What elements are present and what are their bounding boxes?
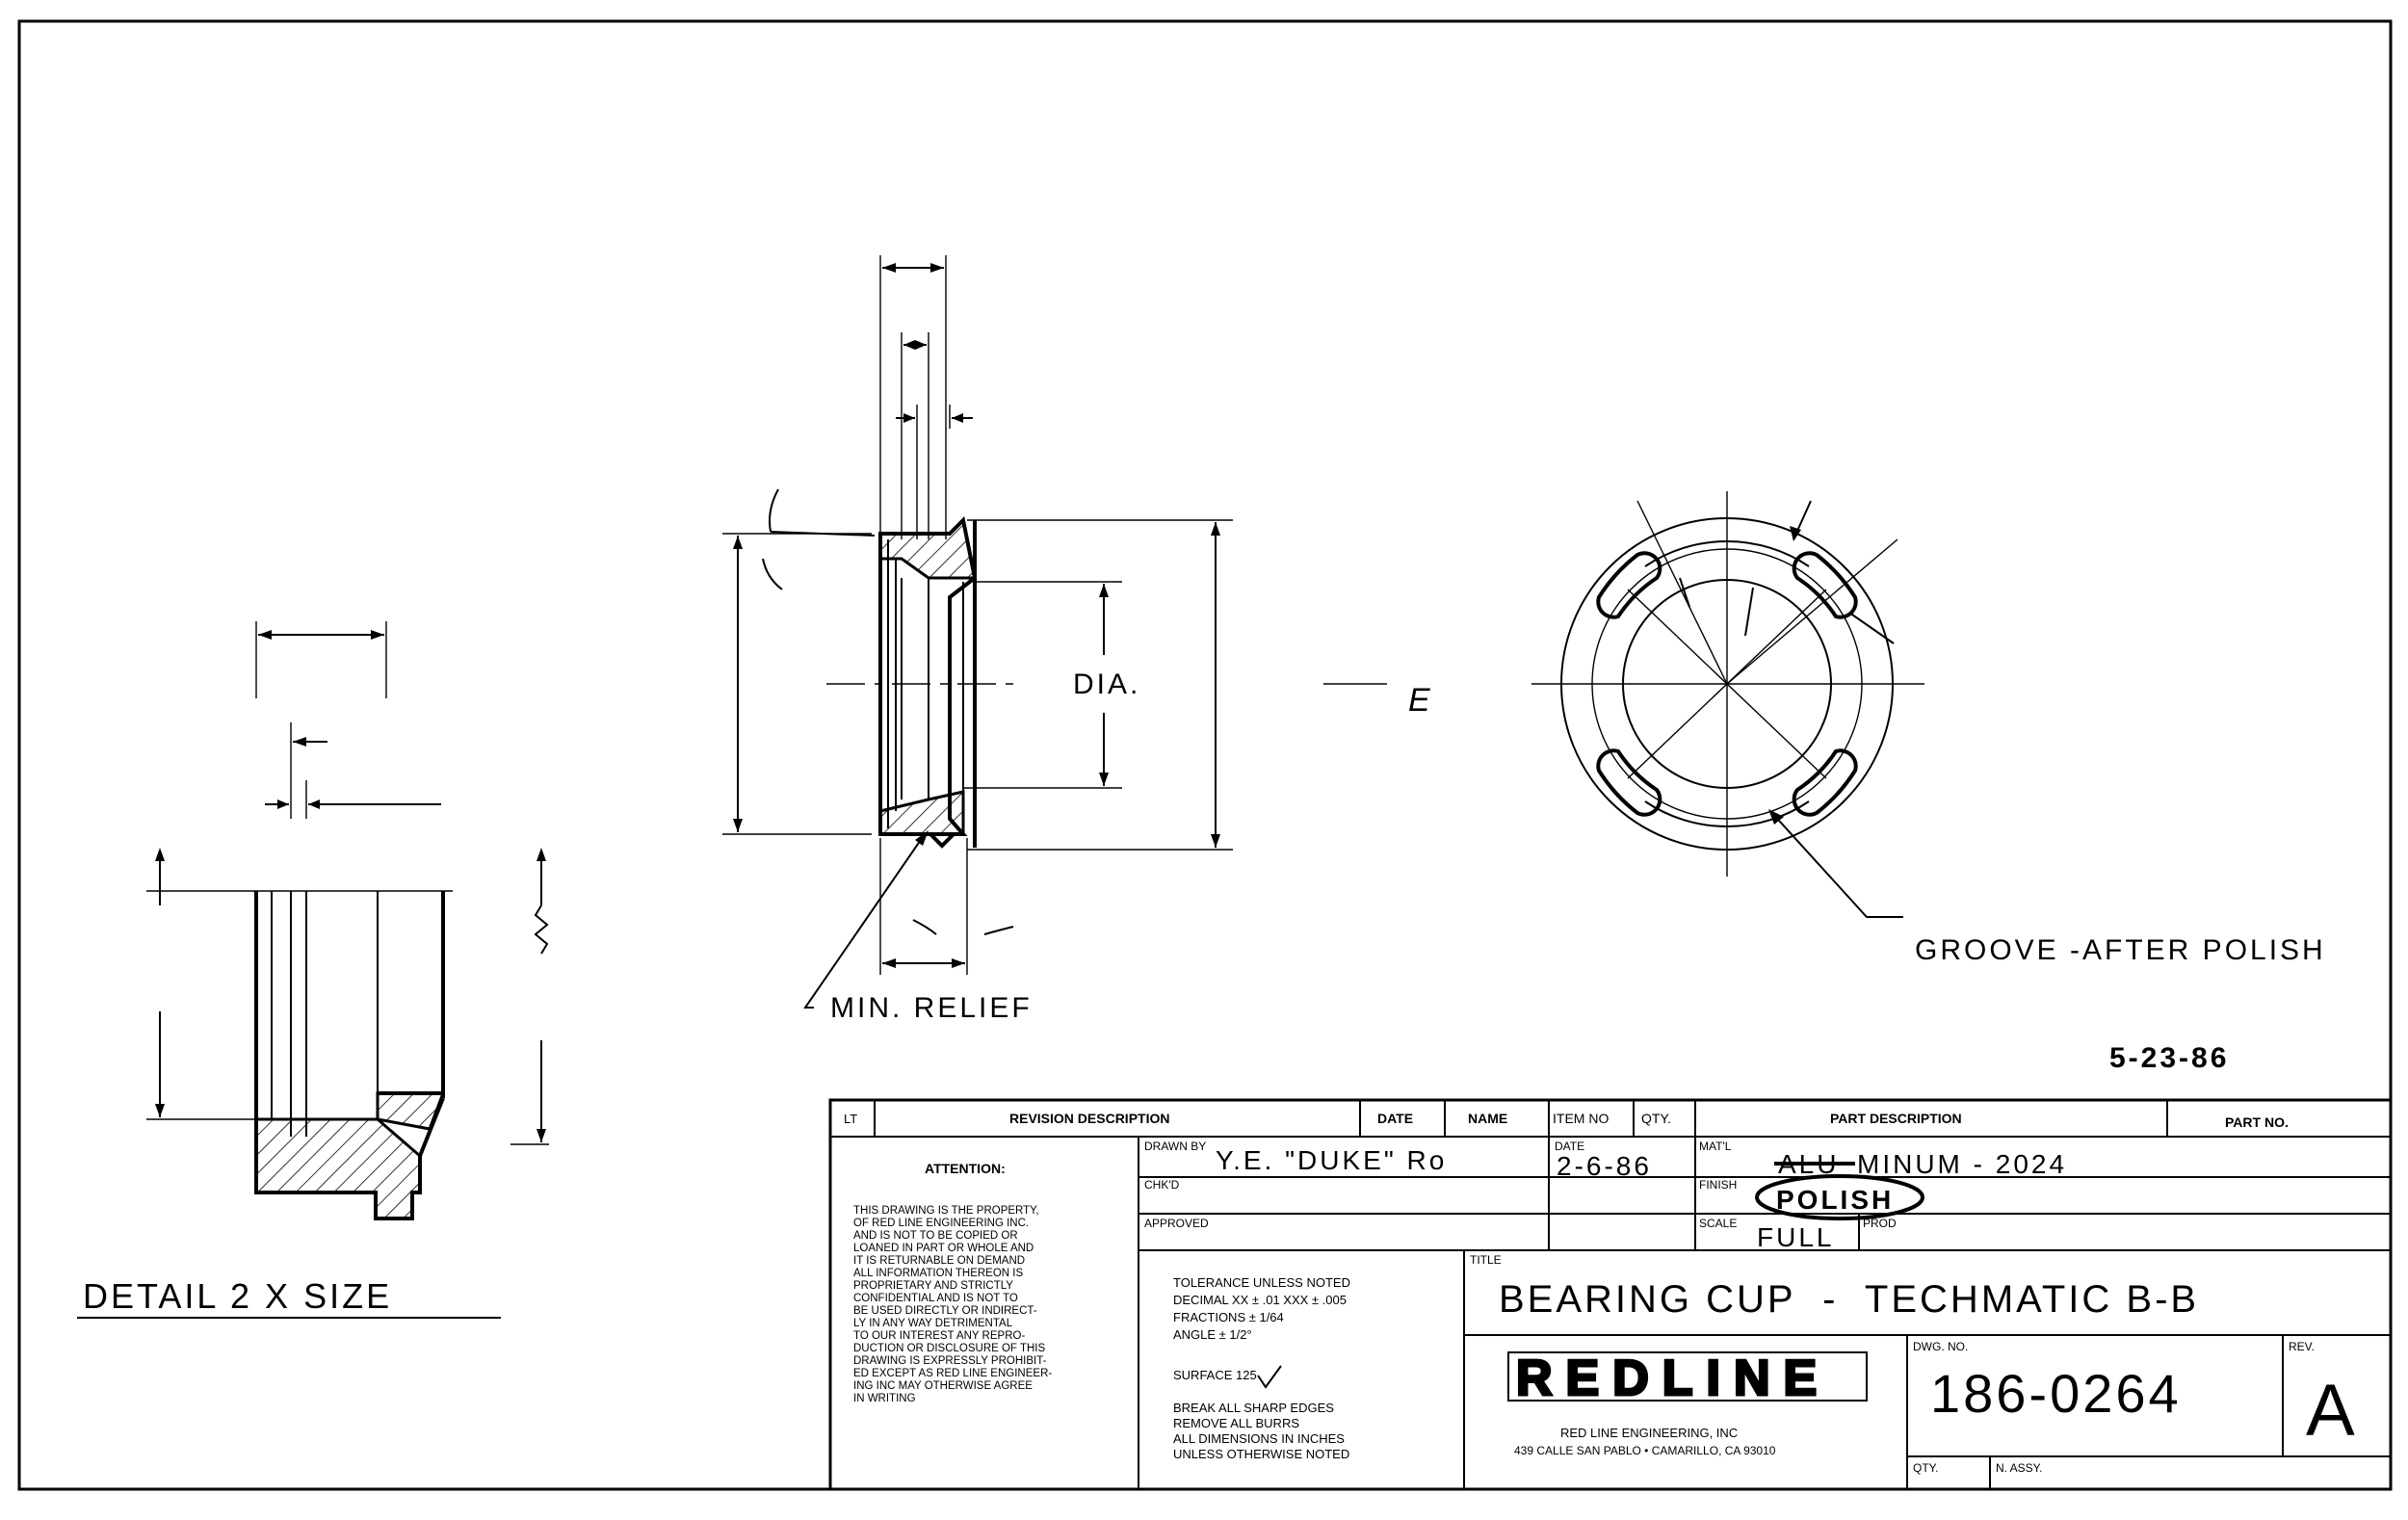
approved-label: APPROVED <box>1144 1217 1209 1230</box>
part-no-header: PART NO. <box>2225 1114 2289 1130</box>
attention-line: ED EXCEPT AS RED LINE ENGINEER- <box>853 1368 1052 1379</box>
attention-line: THIS DRAWING IS THE PROPERTY, <box>853 1205 1039 1217</box>
attention-line: BE USED DIRECTLY OR INDIRECT- <box>853 1305 1037 1317</box>
attention-line: CONFIDENTIAL AND IS NOT TO <box>853 1293 1018 1304</box>
attention-line: IT IS RETURNABLE ON DEMAND <box>853 1255 1025 1267</box>
front-view: GROOVE -AFTER POLISH <box>1531 491 2326 966</box>
attention-text: THIS DRAWING IS THE PROPERTY, OF RED LIN… <box>853 1205 1052 1404</box>
attention-line: AND IS NOT TO BE COPIED OR <box>853 1230 1018 1242</box>
chkd-label: CHK'D <box>1144 1178 1180 1192</box>
tolerance-line: TOLERANCE UNLESS NOTED <box>1173 1275 1350 1290</box>
detail-label: DETAIL 2 X SIZE <box>83 1276 392 1316</box>
rev-itemno-header: ITEM NO <box>1553 1111 1609 1126</box>
drawing-title: BEARING CUP - TECHMATIC B-B <box>1499 1278 2199 1321</box>
rev-description-header: REVISION DESCRIPTION <box>1009 1111 1169 1126</box>
title-block: LT REVISION DESCRIPTION DATE NAME ITEM N… <box>828 1098 2393 1491</box>
drawn-by-label: DRAWN BY <box>1144 1140 1206 1153</box>
matl-label: MAT'L <box>1699 1140 1732 1153</box>
attention-line: LOANED IN PART OR WHOLE AND <box>853 1243 1034 1254</box>
rev-qty-header: QTY. <box>1641 1111 1671 1126</box>
redline-logo: REDLINE <box>1507 1350 1868 1408</box>
title-label: TITLE <box>1470 1253 1502 1267</box>
prod-label: PROD <box>1863 1217 1897 1230</box>
notes-line: BREAK ALL SHARP EDGES <box>1173 1401 1334 1415</box>
rev-lt-header: LT <box>844 1112 857 1126</box>
company-address: 439 CALLE SAN PABLO • CAMARILLO, CA 9301… <box>1514 1444 1776 1457</box>
date-label: DATE <box>1555 1140 1584 1153</box>
drawn-by-value: Y.E. "DUKE" Ro <box>1216 1145 1447 1175</box>
finish-label: FINISH <box>1699 1178 1737 1192</box>
rev-name-header: NAME <box>1468 1111 1507 1126</box>
qty-label: QTY. <box>1913 1461 1938 1475</box>
rev-label: REV. <box>2289 1340 2315 1353</box>
finish-value: POLISH <box>1776 1185 1894 1215</box>
dwg-no-label: DWG. NO. <box>1913 1340 1968 1353</box>
detail-view: DETAIL 2 X SIZE <box>77 621 549 1319</box>
scale-label: SCALE <box>1699 1217 1737 1230</box>
notes-line: REMOVE ALL BURRS <box>1173 1416 1299 1430</box>
date-value: 2-6-86 <box>1557 1151 1652 1181</box>
tolerance-line: DECIMAL XX ± .01 XXX ± .005 <box>1173 1293 1347 1307</box>
attention-line: TO OUR INTEREST ANY REPRO- <box>853 1330 1025 1342</box>
dia-label: DIA. <box>1073 668 1140 700</box>
notes-line: UNLESS OTHERWISE NOTED <box>1173 1447 1349 1461</box>
rev-date-header: DATE <box>1377 1111 1413 1126</box>
tolerance-line: ANGLE ± 1/2° <box>1173 1327 1252 1342</box>
tolerance-line: FRACTIONS ± 1/64 <box>1173 1310 1284 1324</box>
logo-text: REDLINE <box>1516 1350 1830 1406</box>
tolerance-notes: TOLERANCE UNLESS NOTED DECIMAL XX ± .01 … <box>1173 1275 1350 1461</box>
attention-title: ATTENTION: <box>925 1161 1006 1176</box>
part-description-header: PART DESCRIPTION <box>1830 1111 1962 1126</box>
attention-line: OF RED LINE ENGINEERING INC. <box>853 1218 1029 1229</box>
attention-line: ING INC MAY OTHERWISE AGREE <box>853 1380 1033 1392</box>
date-note: 5-23-86 <box>2109 1042 2229 1074</box>
attention-line: DRAWING IS EXPRESSLY PROHIBIT- <box>853 1355 1047 1367</box>
n-assy-label: N. ASSY. <box>1996 1461 2042 1475</box>
attention-line: PROPRIETARY AND STRICTLY <box>853 1280 1013 1292</box>
scale-value: FULL <box>1757 1222 1834 1252</box>
attention-line: DUCTION OR DISCLOSURE OF THIS <box>853 1343 1045 1354</box>
attention-line: LY IN ANY WAY DETRIMENTAL <box>853 1318 1013 1329</box>
e-mark: E <box>1408 682 1433 719</box>
company-name: RED LINE ENGINEERING, INC <box>1560 1426 1738 1440</box>
matl-value: MINUM - 2024 <box>1857 1149 2067 1179</box>
attention-line: ALL INFORMATION THEREON IS <box>853 1268 1023 1279</box>
dwg-no-value: 186-0264 <box>1930 1363 2182 1424</box>
min-relief-label: MIN. RELIEF <box>830 992 1033 1024</box>
groove-label: GROOVE -AFTER POLISH <box>1915 934 2326 966</box>
surface-finish-icon <box>1257 1365 1282 1389</box>
section-view: DIA. MIN. RELIEF <box>722 255 1233 1024</box>
surface-label: SURFACE 125 <box>1173 1368 1257 1382</box>
notes-line: ALL DIMENSIONS IN INCHES <box>1173 1431 1345 1446</box>
attention-line: IN WRITING <box>853 1393 916 1404</box>
rev-value: A <box>2306 1370 2355 1452</box>
